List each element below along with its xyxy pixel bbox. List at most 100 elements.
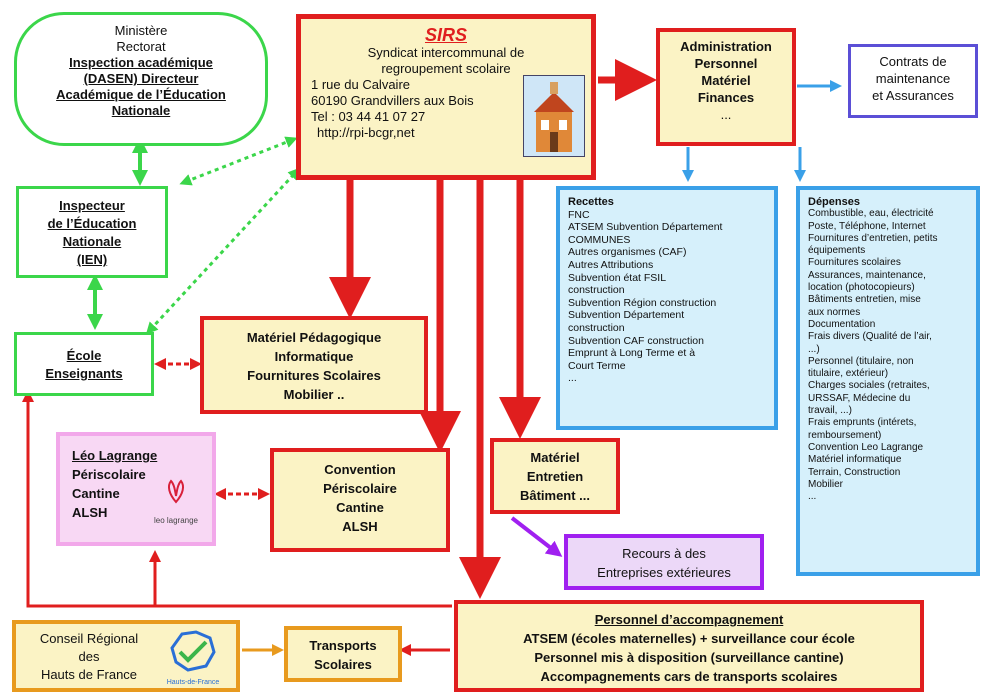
- depenses-item: Assurances, maintenance,: [808, 269, 926, 281]
- school-building-icon: [523, 75, 585, 157]
- sirs-box: SIRS Syndicat intercommunal de regroupem…: [296, 14, 596, 180]
- recettes-item: construction: [568, 321, 625, 334]
- convention-line-1: Convention: [324, 462, 396, 477]
- recettes-item: COMMUNES: [568, 233, 631, 246]
- materiel-peda-line-1: Matériel Pédagogique: [246, 330, 382, 345]
- dasen-line: (DASEN) Directeur: [83, 71, 199, 86]
- contrats-box: Contrats de maintenance et Assurances: [848, 44, 978, 118]
- entretien-line-2: Entretien: [526, 469, 584, 484]
- recours-line-2: Entreprises extérieures: [597, 565, 731, 580]
- materiel-pedagogique-box: Matériel Pédagogique Informatique Fourni…: [200, 316, 428, 414]
- contrats-line-3: et Assurances: [872, 88, 954, 103]
- personnel-line: Personnel: [694, 56, 758, 71]
- depenses-item: Frais emprunts (intérets,: [808, 417, 917, 429]
- convention-line-4: ALSH: [342, 519, 378, 534]
- materiel-line: Matériel: [701, 73, 751, 88]
- inspecteur-box: Inspecteur de l’Éducation Nationale (IEN…: [16, 186, 168, 278]
- recours-box: Recours à des Entreprises extérieures: [564, 534, 764, 590]
- nationale-line: Nationale: [111, 103, 171, 118]
- depenses-item: Documentation: [808, 318, 876, 330]
- materiel-peda-line-3: Fournitures Scolaires: [247, 368, 381, 383]
- recettes-item: FNC: [568, 208, 590, 221]
- leo-line-3: Cantine: [72, 486, 120, 501]
- materiel-peda-line-4: Mobilier ..: [283, 387, 345, 402]
- depenses-item: Mobilier: [808, 478, 844, 490]
- arrow-sirs-ecole: [145, 167, 301, 335]
- hauts-de-france-logo-icon: [170, 630, 216, 672]
- recettes-item: Autres organismes (CAF): [568, 246, 687, 259]
- inspecteur-line-2: de l’Éducation: [47, 216, 137, 231]
- conseil-regional-box: Conseil Régional des Hauts de France Hau…: [12, 620, 240, 692]
- depenses-item: Fournitures scolaires: [808, 257, 901, 269]
- sirs-line-1: Syndicat intercommunal de: [367, 45, 525, 60]
- arrow-sirs-inspecteur: [179, 136, 298, 186]
- ministere-box: Ministère Rectorat Inspection académique…: [14, 12, 268, 146]
- recours-line-1: Recours à des: [622, 546, 706, 561]
- leo-title: Léo Lagrange: [72, 448, 158, 463]
- hauts-de-france-logo: Hauts-de-France: [156, 628, 230, 687]
- recettes-item: Subvention Région construction: [568, 296, 717, 309]
- ecole-line: École: [66, 348, 102, 363]
- recettes-item: Court Terme: [568, 359, 626, 372]
- entretien-line-3: Bâtiment ...: [519, 488, 591, 503]
- contrats-line-1: Contrats de: [879, 54, 947, 69]
- personnel-accompagnement-box: Personnel d’accompagnement ATSEM (écoles…: [454, 600, 924, 692]
- conseil-line-2: des: [78, 649, 100, 664]
- contrats-line-2: maintenance: [875, 71, 951, 86]
- arrow-entretien-recours: [510, 516, 563, 557]
- depenses-item: Combustible, eau, électricité: [808, 208, 934, 220]
- recettes-item: ATSEM Subvention Département: [568, 221, 723, 234]
- leo-line-2: Périscolaire: [72, 467, 146, 482]
- administration-box: Administration Personnel Matériel Financ…: [656, 28, 796, 146]
- recettes-item: construction: [568, 284, 625, 297]
- administration-ellipsis: ...: [720, 107, 732, 122]
- personnel-line-3: Accompagnements cars de transports scola…: [540, 669, 838, 684]
- finances-line: Finances: [697, 90, 755, 105]
- depenses-item: titulaire, extérieur): [808, 368, 889, 380]
- entretien-line-1: Matériel: [530, 450, 580, 465]
- leo-lagrange-box: Léo Lagrange Périscolaire Cantine ALSH l…: [56, 432, 216, 546]
- hauts-de-france-logo-text: Hauts-de-France: [166, 679, 220, 686]
- enseignants-line: Enseignants: [45, 366, 123, 381]
- depenses-item: travail, ...): [808, 405, 852, 417]
- depenses-item: Bâtiments entretien, mise: [808, 294, 921, 306]
- materiel-entretien-box: Matériel Entretien Bâtiment ...: [490, 438, 620, 514]
- inspecteur-line-4: (IEN): [76, 252, 108, 267]
- conseil-line-1: Conseil Régional: [39, 631, 139, 646]
- convention-line-3: Cantine: [336, 500, 384, 515]
- leo-lagrange-logo: leo lagrange: [148, 476, 204, 530]
- conseil-line-3: Hauts de France: [40, 667, 138, 682]
- depenses-item: Frais divers (Qualité de l’air,: [808, 331, 932, 343]
- transports-box: Transports Scolaires: [284, 626, 402, 682]
- personnel-title: Personnel d’accompagnement: [594, 612, 784, 627]
- depenses-item: Fournitures d’entretien, petits: [808, 232, 938, 244]
- inspecteur-line-1: Inspecteur: [59, 198, 125, 213]
- recettes-item: Subvention Département: [568, 309, 685, 322]
- recettes-item: Autres Attributions: [568, 258, 654, 271]
- ministere-line: Ministère: [114, 23, 168, 38]
- sirs-website[interactable]: http://rpi-bcgr,net: [317, 125, 415, 140]
- depenses-item: aux normes: [808, 306, 861, 318]
- academique-line: Académique de l’Éducation: [56, 87, 226, 102]
- materiel-peda-line-2: Informatique: [274, 349, 354, 364]
- sirs-title: SIRS: [424, 25, 467, 45]
- recettes-item: Subvention CAF construction: [568, 334, 704, 347]
- depenses-item: Matériel informatique: [808, 454, 902, 466]
- recettes-item: Emprunt à Long Terme et à: [568, 347, 696, 360]
- depenses-item: location (photocopieurs): [808, 282, 915, 294]
- leo-logo-text: leo lagrange: [153, 516, 199, 525]
- convention-line-2: Périscolaire: [323, 481, 397, 496]
- depenses-item: ...: [808, 491, 817, 503]
- depenses-item: équipements: [808, 245, 866, 257]
- transports-line-1: Transports: [309, 638, 377, 653]
- arrow-personnel-ecole: [22, 390, 452, 608]
- administration-line: Administration: [680, 39, 772, 54]
- depenses-item: Charges sociales (retraites,: [808, 380, 930, 392]
- leo-lagrange-logo-icon: [167, 479, 185, 504]
- depenses-item: Personnel (titulaire, non: [808, 355, 914, 367]
